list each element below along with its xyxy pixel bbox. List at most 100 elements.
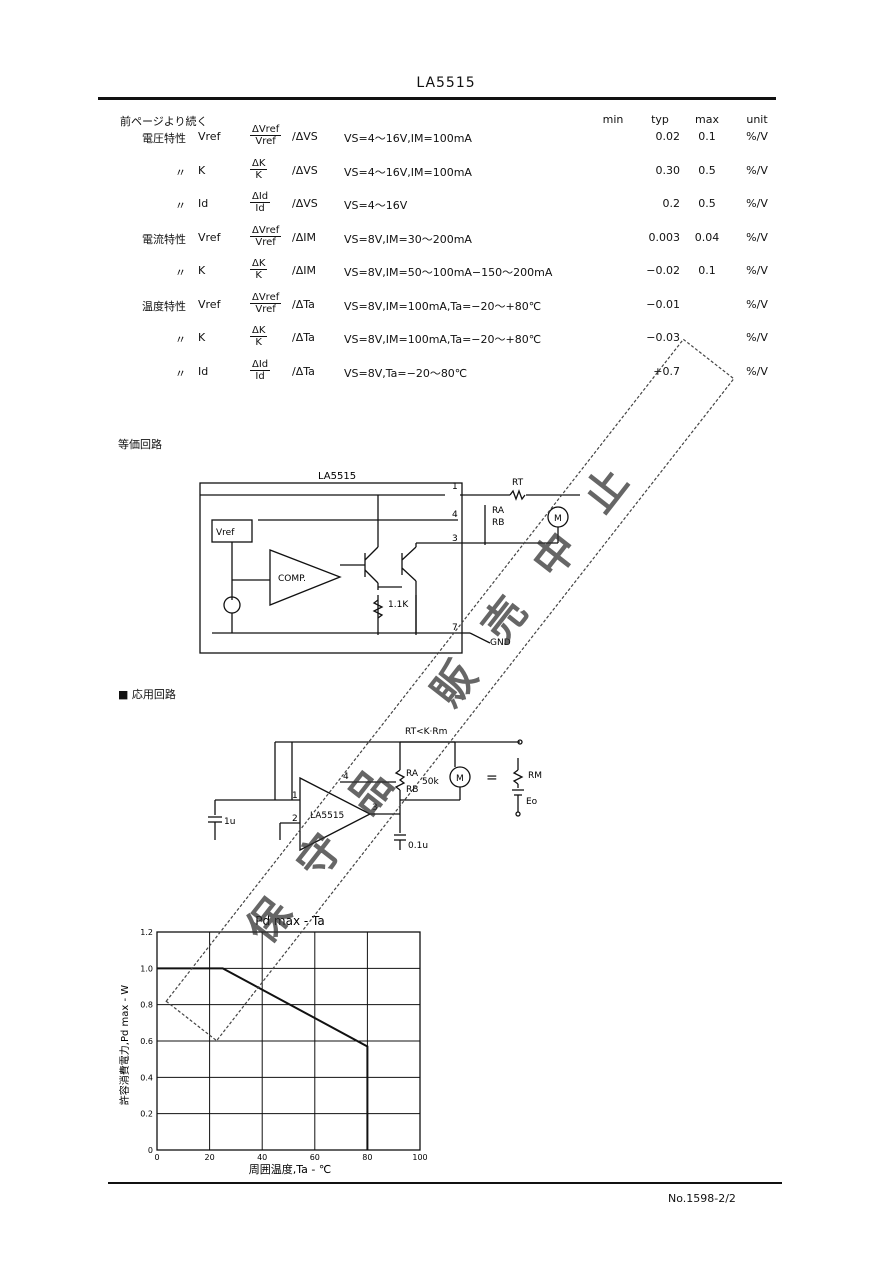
row-condition: VS=4〜16V,IM=100mA [344, 165, 472, 179]
fraction-den: K [255, 169, 262, 181]
fraction-den: Id [255, 370, 265, 382]
row-condition: VS=8V,IM=50〜100mA−150〜200mA [344, 266, 553, 279]
row-fraction-tail: /ΔIM [292, 230, 316, 244]
y-tick-label: 1.0 [140, 964, 153, 973]
equiv-comp-label: COMP. [278, 574, 306, 584]
app-rm-label: RM [528, 771, 542, 781]
equiv-ra-label: RA [492, 506, 505, 516]
row-fraction-tail: /ΔTa [292, 297, 315, 311]
row-typ: 0.30 [655, 163, 681, 177]
row-param: Vref [198, 230, 221, 244]
row-typ: 0.003 [648, 230, 681, 244]
row-group: 〃 [175, 333, 186, 346]
app-pin4: 4 [343, 772, 349, 782]
equiv-ic-label: LA5515 [318, 471, 356, 482]
fraction-num: ΔK [250, 325, 268, 337]
row-unit: %/V [746, 130, 768, 143]
row-typ: 0.2 [662, 197, 681, 210]
row-unit: %/V [746, 364, 768, 378]
col-unit: unit [746, 113, 768, 126]
equiv-pin3: 3 [452, 534, 458, 544]
row-group: 電圧特性 [142, 132, 186, 145]
app-motor-label: M [456, 774, 464, 784]
app-pin2: 2 [292, 814, 298, 824]
row-param: Vref [198, 130, 221, 143]
col-max: max [695, 113, 719, 126]
fraction-den: Vref [255, 136, 276, 147]
fraction-den: Vref [255, 303, 276, 315]
app-formula: RT<K·Rm [405, 727, 447, 737]
fraction-den: Vref [255, 236, 276, 248]
equiv-r1-label: 1.1K [388, 600, 409, 610]
x-tick-label: 20 [205, 1153, 215, 1162]
fraction-num: ΔK [250, 258, 268, 270]
row-fraction-tail: /ΔIM [292, 264, 316, 277]
equiv-rb-label: RB [492, 518, 504, 528]
equiv-pin7: 7 [452, 623, 458, 633]
app-pin3: 3 [372, 803, 378, 813]
row-max: 0.1 [698, 264, 716, 277]
x-tick-label: 40 [257, 1153, 267, 1162]
equiv-pin1: 1 [452, 482, 458, 492]
row-condition: VS=8V,IM=100mA,Ta=−20〜+80℃ [344, 299, 542, 313]
row-group: 〃 [175, 266, 186, 279]
page-title: LA5515 [416, 75, 476, 91]
app-rb-label: RB [406, 785, 418, 795]
row-condition: VS=8V,Ta=−20〜80℃ [344, 366, 468, 380]
fraction-den: Id [255, 203, 265, 214]
row-unit: %/V [746, 331, 768, 344]
app-pin1: 1 [292, 791, 298, 801]
app-c2-label: 0.1u [408, 841, 428, 851]
fraction-num: ΔK [250, 157, 268, 170]
row-typ: +0.7 [653, 364, 680, 378]
row-max: 0.5 [698, 163, 716, 177]
row-param: K [198, 163, 206, 177]
app-title: ■ 応用回路 [118, 688, 176, 701]
row-fraction-tail: /ΔTa [292, 364, 315, 378]
fraction-num: ΔVref [250, 224, 282, 237]
app-ra-label: RA [406, 769, 419, 779]
row-max: 0.5 [698, 197, 716, 210]
x-tick-label: 100 [412, 1153, 427, 1162]
row-param: Vref [198, 297, 221, 311]
equiv-vref-label: Vref [216, 528, 235, 538]
equiv-motor-label: M [554, 514, 562, 524]
page-number: No.1598-2/2 [668, 1192, 736, 1205]
equiv-pin4: 4 [452, 510, 458, 520]
row-condition: VS=8V,IM=30〜200mA [344, 232, 472, 246]
chart-title: Pd max - Ta [255, 914, 324, 928]
row-fraction-tail: /ΔTa [292, 331, 315, 344]
row-unit: %/V [746, 297, 768, 311]
fraction-den: K [255, 337, 262, 348]
row-fraction-tail: /ΔVS [292, 197, 318, 210]
x-tick-label: 80 [362, 1153, 372, 1162]
x-tick-label: 0 [154, 1153, 159, 1162]
col-typ: typ [651, 113, 669, 126]
row-fraction-tail: /ΔVS [292, 130, 318, 143]
row-typ: 0.02 [655, 130, 681, 143]
app-ic-label: LA5515 [310, 811, 344, 821]
bottom-rule [108, 1182, 782, 1184]
y-tick-label: 0.8 [140, 1001, 153, 1010]
row-param: Id [198, 364, 209, 378]
row-param: K [198, 264, 206, 277]
row-param: Id [198, 197, 209, 210]
row-group: 〃 [175, 165, 186, 179]
continued-note: 前ページより続く [120, 115, 208, 128]
fraction-num: ΔId [250, 191, 271, 203]
equiv-rt-label: RT [512, 478, 524, 488]
app-50k-label: 50k [422, 777, 439, 787]
row-condition: VS=4〜16V [344, 199, 408, 212]
chart-ylabel: 許容消費電力,Pd max - W [118, 985, 131, 1105]
row-fraction-tail: /ΔVS [292, 163, 318, 177]
equiv-title: 等価回路 [118, 438, 162, 451]
application-circuit: RT<K·Rm LA5515 RA 50k RB 1u 0.1u M = RM … [208, 727, 542, 852]
top-rule [98, 97, 776, 100]
app-eo-label: Eo [526, 797, 538, 807]
row-unit: %/V [746, 230, 768, 244]
app-c1-label: 1u [224, 817, 235, 827]
